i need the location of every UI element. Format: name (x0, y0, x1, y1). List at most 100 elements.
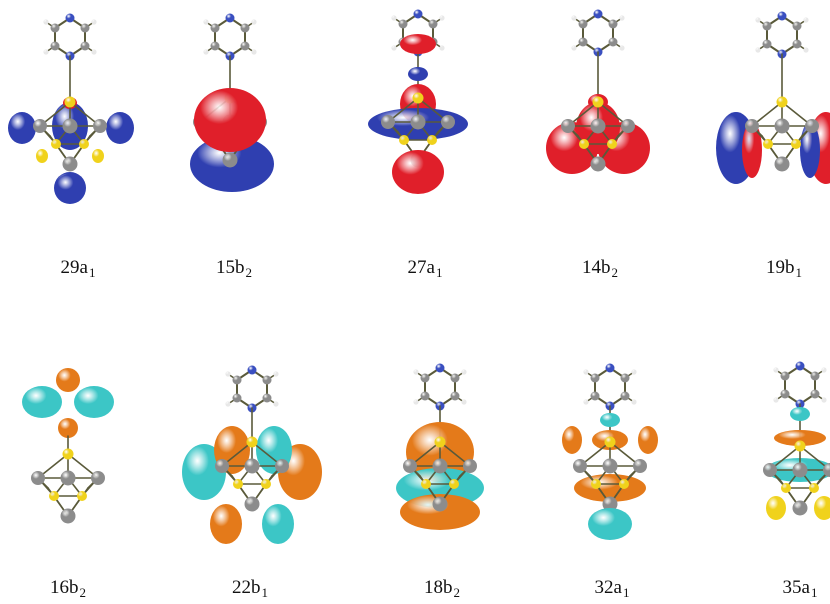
carbon-atom (810, 389, 820, 399)
metal-atom (91, 471, 105, 485)
sulfur-atom (51, 139, 61, 149)
nitrogen-atom (413, 9, 423, 19)
molecule-32a1 (562, 363, 658, 540)
carbon-atom (780, 389, 790, 399)
sulfur-atom (434, 436, 446, 448)
hydrogen-atom (571, 15, 577, 21)
metal-atom (561, 119, 575, 133)
positive-lobe (638, 426, 658, 454)
metal-atom (441, 115, 455, 129)
carbon-atom (450, 391, 460, 401)
orbital-label: 29a1 (60, 257, 96, 280)
sulfur-atom (233, 479, 243, 489)
hydrogen-atom (755, 47, 761, 53)
hydrogen-atom (273, 371, 279, 377)
hydrogen-atom (631, 369, 637, 375)
sulfur-atom (607, 139, 617, 149)
hydrogen-atom (43, 49, 49, 55)
metal-atom (573, 459, 587, 473)
carbon-atom (210, 41, 220, 51)
sulfur-atom (79, 139, 89, 149)
molecule-15b2 (190, 13, 274, 192)
hydrogen-atom (439, 45, 445, 51)
hydrogen-atom (43, 19, 49, 25)
hydrogen-atom (413, 369, 419, 375)
hydrogen-atom (91, 49, 97, 55)
carbon-atom (590, 391, 600, 401)
metal-atom (602, 458, 618, 474)
hydrogen-atom (225, 401, 231, 407)
metal-atom (215, 459, 229, 473)
hydrogen-atom (803, 47, 809, 53)
hydrogen-atom (461, 369, 467, 375)
sulfur-atom (64, 96, 76, 108)
negative-lobe (92, 149, 104, 163)
positive-lobe (400, 34, 436, 54)
metal-atom (602, 496, 618, 512)
positive-lobe (400, 494, 480, 530)
nitrogen-atom (777, 11, 787, 21)
carbon-atom (420, 373, 430, 383)
carbon-atom (590, 373, 600, 383)
metal-atom (792, 500, 808, 516)
carbon-atom (240, 41, 250, 51)
negative-lobe (600, 413, 620, 427)
positive-lobe (58, 418, 78, 438)
hydrogen-atom (821, 367, 827, 373)
carbon-atom (762, 21, 772, 31)
positive-lobe (56, 368, 80, 392)
molecule-29a1 (8, 13, 134, 204)
carbon-atom (398, 19, 408, 29)
nitrogen-atom (605, 363, 615, 373)
hydrogen-atom (225, 371, 231, 377)
hydrogen-atom (755, 17, 761, 23)
metal-atom (633, 459, 647, 473)
orbital-label: 16b2 (50, 577, 86, 600)
molecule-22b1 (182, 365, 322, 544)
sulfur-atom (449, 479, 459, 489)
hydrogen-atom (631, 399, 637, 405)
carbon-atom (762, 39, 772, 49)
sulfur-atom (261, 479, 271, 489)
negative-lobe (22, 386, 62, 418)
sulfur-atom (412, 92, 424, 104)
sulfur-atom (781, 483, 791, 493)
sulfur-atom (591, 479, 601, 489)
molecule-27a1 (368, 9, 468, 194)
carbon-atom (50, 41, 60, 51)
negative-lobe (408, 67, 428, 81)
nitrogen-atom (247, 365, 257, 375)
metal-atom (410, 114, 426, 130)
hydrogen-atom (251, 49, 257, 55)
molecule-18b2 (396, 363, 484, 530)
metal-atom (275, 459, 289, 473)
positive-lobe (194, 88, 266, 152)
carbon-atom (780, 371, 790, 381)
nitrogen-atom (435, 363, 445, 373)
negative-lobe (790, 407, 810, 421)
carbon-atom (810, 371, 820, 381)
metal-atom (463, 459, 477, 473)
carbon-atom (210, 23, 220, 33)
metal-atom (823, 463, 830, 477)
positive-lobe (774, 430, 826, 446)
metal-atom (31, 471, 45, 485)
carbon-atom (450, 373, 460, 383)
hydrogen-atom (91, 19, 97, 25)
molecule-35a1 (763, 361, 830, 520)
metal-atom (774, 156, 790, 172)
sulfur-atom (49, 491, 59, 501)
metal-atom (62, 156, 78, 172)
hydrogen-atom (203, 49, 209, 55)
positive-lobe (210, 504, 242, 544)
metal-atom (432, 458, 448, 474)
nitrogen-atom (65, 13, 75, 23)
carbon-atom (262, 375, 272, 385)
metal-atom (590, 118, 606, 134)
orbital-label: 27a1 (407, 257, 443, 280)
carbon-atom (262, 393, 272, 403)
sulfur-atom (791, 139, 801, 149)
metal-atom (222, 152, 238, 168)
sulfur-atom (763, 139, 773, 149)
